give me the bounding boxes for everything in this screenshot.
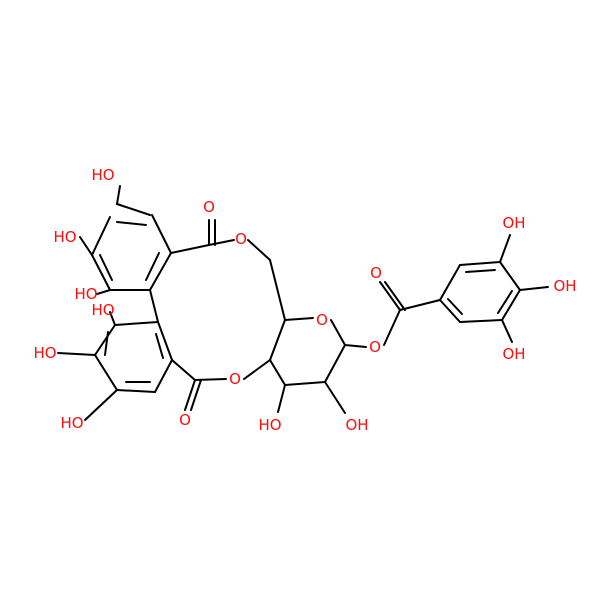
bond-line bbox=[91, 254, 111, 291]
hydroxyl-label-lower-ring-bottom: HO bbox=[60, 414, 83, 432]
bond-line bbox=[194, 378, 227, 381]
bond-line bbox=[243, 359, 271, 380]
bond-line bbox=[79, 236, 93, 256]
bond-line bbox=[439, 264, 461, 301]
hydroxyl-label-galloyl-meta-bottom: OH bbox=[502, 345, 525, 363]
hydroxyl-label-galloyl-para: OH bbox=[553, 277, 576, 295]
bond-line bbox=[501, 319, 513, 343]
bond-line bbox=[277, 384, 286, 413]
bond-line bbox=[104, 331, 109, 356]
hydroxyl-label-lower-ring-top: HO bbox=[91, 301, 114, 319]
bond-line bbox=[497, 290, 513, 314]
bond-line bbox=[154, 359, 173, 393]
bond-line bbox=[208, 239, 235, 246]
bond-line bbox=[269, 319, 286, 361]
bond-line bbox=[116, 389, 156, 393]
bond-line bbox=[247, 239, 271, 261]
hydroxyl-label-lower-ring-left: HO bbox=[33, 344, 56, 362]
hydroxyl-label-sugar-c3: OH bbox=[345, 416, 368, 434]
hydroxyl-label-upper-ring-bottom: HO bbox=[74, 285, 97, 303]
bond-line bbox=[379, 281, 401, 311]
bond-line bbox=[149, 252, 172, 291]
bond-line bbox=[383, 309, 401, 346]
bond-line bbox=[171, 359, 196, 381]
hydroxyl-label-upper-ring-top: HO bbox=[91, 166, 114, 184]
hydroxyl-label-sugar-c4: HO bbox=[258, 416, 281, 434]
bond-line bbox=[439, 299, 461, 323]
bond-line bbox=[190, 379, 202, 411]
carbonyl-oxygen-top: O bbox=[203, 198, 215, 216]
bond-line bbox=[94, 324, 116, 356]
bond-line bbox=[116, 185, 121, 205]
bond-line bbox=[465, 269, 496, 273]
bond-line bbox=[447, 298, 463, 315]
bond-lines bbox=[57, 185, 549, 421]
galloyl-carbonyl-oxygen: O bbox=[370, 264, 382, 282]
bond-line bbox=[459, 261, 501, 266]
bond-line bbox=[324, 381, 346, 414]
bond-line bbox=[157, 321, 173, 361]
bond-line bbox=[519, 286, 549, 291]
bond-line bbox=[269, 359, 286, 386]
bond-line bbox=[269, 259, 286, 321]
ester-oxygen-top: O bbox=[235, 230, 247, 248]
bond-line bbox=[116, 221, 147, 226]
bond-line bbox=[116, 203, 151, 216]
ester-oxygen-bottom: O bbox=[229, 370, 241, 388]
bond-line bbox=[384, 281, 406, 311]
glycosidic-oxygen: O bbox=[369, 338, 381, 356]
bond-line bbox=[184, 379, 196, 411]
atom-labels: HO HO HO HO HO HO HO OH OH OH OH O O O O… bbox=[33, 166, 576, 434]
bond-line bbox=[324, 344, 346, 383]
bond-line bbox=[57, 352, 96, 356]
pyranose-ring-oxygen: O bbox=[316, 311, 328, 329]
bond-line bbox=[94, 354, 118, 391]
bond-line bbox=[99, 254, 113, 281]
hydroxyl-label-galloyl-meta-top: OH bbox=[502, 214, 525, 232]
bond-line bbox=[109, 311, 116, 326]
bond-line bbox=[501, 289, 521, 321]
bond-line bbox=[499, 234, 511, 263]
hydroxyl-label-upper-ring-left: HO bbox=[53, 228, 76, 246]
bond-line bbox=[459, 319, 503, 323]
bond-line bbox=[155, 333, 164, 359]
bond-line bbox=[170, 244, 210, 254]
bond-line bbox=[284, 381, 326, 386]
bond-line bbox=[145, 252, 160, 281]
bond-line bbox=[284, 317, 314, 321]
bond-line bbox=[344, 344, 367, 348]
bond-line bbox=[151, 214, 172, 254]
bond-line bbox=[84, 389, 118, 421]
bond-line bbox=[330, 319, 346, 346]
bond-line bbox=[96, 289, 111, 295]
carbonyl-oxygen-bottom: O bbox=[179, 411, 191, 429]
bond-line bbox=[399, 299, 441, 311]
bond-line bbox=[499, 261, 521, 291]
bond-line bbox=[149, 289, 159, 323]
bond-line bbox=[114, 321, 159, 326]
bond-line bbox=[91, 216, 111, 256]
